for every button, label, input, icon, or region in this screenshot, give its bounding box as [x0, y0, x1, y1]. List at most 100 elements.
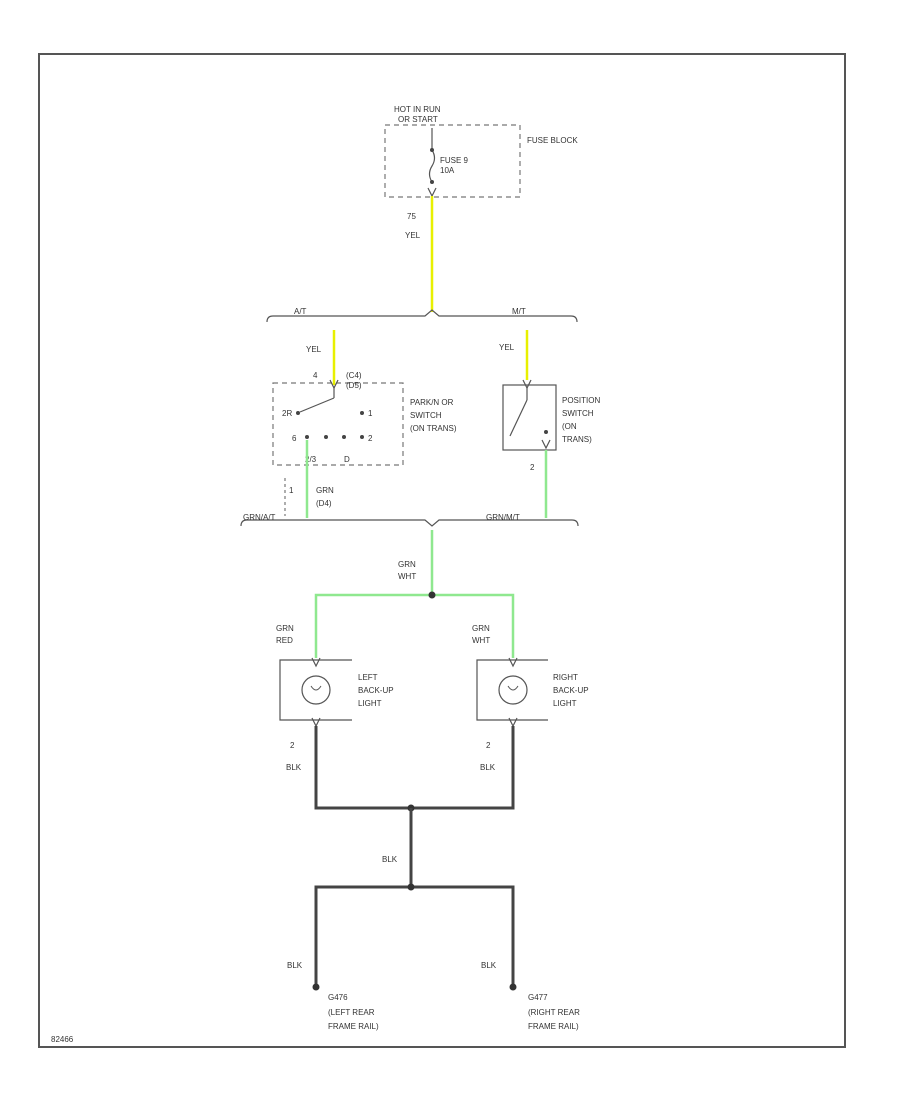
left-light-label-line3: LIGHT — [358, 699, 382, 708]
neutral-switch-label-line1: PARK/N OR — [410, 398, 454, 407]
right-light-pin: 2 — [486, 741, 491, 750]
position-switch-blade — [509, 399, 528, 437]
fuse-block-label: FUSE BLOCK — [527, 136, 578, 145]
neutral-switch-pin-mid-left: 6 — [292, 434, 297, 443]
left-light-label-line2: BACK-UP — [358, 686, 394, 695]
ground-left-loc-line2: FRAME RAIL) — [328, 1022, 379, 1031]
option-label-mt: M/T — [512, 307, 526, 316]
position-switch-label-line3: (ON — [562, 422, 577, 431]
ground-right-loc-line2: FRAME RAIL) — [528, 1022, 579, 1031]
right-bulb-icon — [498, 675, 528, 705]
main-wire-line2: WHT — [398, 572, 416, 581]
light-feed-branch — [314, 593, 515, 658]
neutral-switch-label-line3: (ON TRANS) — [410, 424, 457, 433]
neutral-switch-outline — [272, 382, 404, 466]
ground-right-id: G477 — [528, 993, 548, 1002]
neutral-switch-contact-a — [305, 435, 309, 439]
right-light-ground-wire: BLK — [480, 763, 496, 772]
ground-right-terminal — [509, 983, 517, 991]
neutral-switch-pin-mid-right: 2 — [368, 434, 373, 443]
option-label-at: A/T — [294, 307, 307, 316]
neutral-switch-out-wire-line2: (D4) — [316, 499, 332, 508]
position-switch-out-pin: 2 — [530, 463, 535, 472]
position-switch-label-line2: SWITCH — [562, 409, 594, 418]
feed-wire-color: YEL — [405, 231, 421, 240]
neutral-switch-out-pin: 1 — [289, 486, 294, 495]
left-light-input-pin — [311, 657, 321, 668]
splice-label-left: GRN/A/T — [243, 513, 276, 522]
neutral-switch-term-tag-line2: (D5) — [346, 381, 362, 390]
right-light-input-pin — [508, 657, 518, 668]
ground-splice-lower — [407, 883, 415, 891]
diagram-frame — [38, 53, 846, 1048]
fuse-terminal-bottom — [430, 180, 434, 184]
feed-wire-circuit: 75 — [407, 212, 416, 221]
neutral-switch-pin-right: 1 — [368, 409, 373, 418]
right-backup-light: GRN WHT RIGHT BACK-UP LIGHT 2 BLK — [472, 624, 589, 772]
ground-left-terminal — [312, 983, 320, 991]
ground-right: BLK G477 (RIGHT REAR FRAME RAIL) — [481, 961, 580, 1031]
ground-left-wire: BLK — [287, 961, 303, 970]
right-light-output-pin — [508, 717, 518, 728]
fuse-terminal-top — [430, 148, 434, 152]
fuse-block: HOT IN RUN OR START FUSE BLOCK FUSE 9 10… — [384, 105, 578, 198]
left-backup-light: GRN RED LEFT BACK-UP LIGHT 2 BLK — [276, 624, 394, 772]
neutral-switch-contact-b — [324, 435, 328, 439]
fuse-block-header-line2: OR START — [398, 115, 438, 124]
ground-left: BLK G476 (LEFT REAR FRAME RAIL) — [287, 961, 379, 1031]
ground-trunk-wire-label: BLK — [382, 855, 398, 864]
left-light-label-line1: LEFT — [358, 673, 378, 682]
position-switch-input-pin — [522, 379, 532, 390]
left-light-wire-line1: GRN — [276, 624, 294, 633]
ground-left-loc-line1: (LEFT REAR — [328, 1008, 375, 1017]
position-switch-outline — [502, 384, 557, 451]
splice-bracket — [240, 519, 579, 527]
left-light-wire-line2: RED — [276, 636, 293, 645]
ground-left-id: G476 — [328, 993, 348, 1002]
left-light-housing — [279, 659, 352, 721]
figure-code: 82466 — [51, 1035, 74, 1044]
neutral-switch-contact-c — [342, 435, 346, 439]
right-light-label-line2: BACK-UP — [553, 686, 589, 695]
fuse-label-line1: FUSE 9 — [440, 156, 469, 165]
neutral-switch-pin-bottom-mid: D — [344, 455, 350, 464]
position-switch-wire-color: YEL — [499, 343, 515, 352]
neutral-switch-contact-2r — [296, 411, 300, 415]
neutral-switch-out-wire-line1: GRN — [316, 486, 334, 495]
ground-right-wire: BLK — [481, 961, 497, 970]
neutral-switch-blade — [299, 397, 335, 413]
neutral-switch-label-line2: SWITCH — [410, 411, 442, 420]
position-switch-output-pin — [541, 439, 551, 450]
left-light-pin: 2 — [290, 741, 295, 750]
left-light-ground-wire: BLK — [286, 763, 302, 772]
ground-split-wire — [314, 885, 515, 985]
right-light-housing — [476, 659, 548, 721]
fuse-block-header-line1: HOT IN RUN — [394, 105, 441, 114]
right-light-wire-line1: GRN — [472, 624, 490, 633]
left-light-output-pin — [311, 717, 321, 728]
right-light-label-line3: LIGHT — [553, 699, 577, 708]
feed-splice-dot — [428, 591, 436, 599]
park-neutral-switch: YEL 4 (C4) (D5) 2R 1 6 2 2/3 D PARK/N OR… — [272, 345, 457, 518]
fuse-block-outline — [384, 124, 521, 198]
fuse-element — [428, 149, 436, 183]
right-light-label-line1: RIGHT — [553, 673, 578, 682]
right-bulb-filament — [507, 685, 519, 691]
fuse-label-line2: 10A — [440, 166, 455, 175]
position-switch-label-line4: TRANS) — [562, 435, 592, 444]
neutral-switch-pin-bottom-left: 2/3 — [305, 455, 317, 464]
splice-bar: GRN/A/T GRN/M/T — [240, 513, 579, 527]
position-switch: YEL POSITION SWITCH (ON TRANS) 2 — [499, 343, 600, 518]
splice-label-right: GRN/M/T — [486, 513, 520, 522]
right-light-wire-line2: WHT — [472, 636, 490, 645]
neutral-switch-contact-1 — [360, 411, 364, 415]
neutral-switch-wire-color: YEL — [306, 345, 322, 354]
neutral-switch-pin-left: 2R — [282, 409, 292, 418]
transmission-option-bar: A/T M/T — [266, 307, 578, 323]
position-switch-label-line1: POSITION — [562, 396, 600, 405]
left-bulb-icon — [301, 675, 331, 705]
option-bracket — [266, 309, 578, 323]
ground-right-loc-line1: (RIGHT REAR — [528, 1008, 580, 1017]
neutral-switch-contact-d — [360, 435, 364, 439]
